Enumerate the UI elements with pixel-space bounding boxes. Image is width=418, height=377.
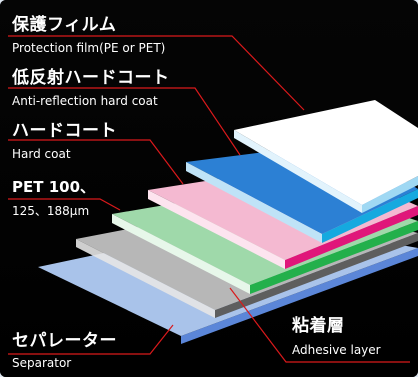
protection-film-jp: 保護フィルム (12, 15, 117, 35)
adhesive-layer-jp: 粘着層 (292, 316, 345, 336)
anti-reflection-en: Anti-reflection hard coat (12, 94, 158, 108)
anti-reflection-jp: 低反射ハードコート (12, 68, 170, 88)
hard-coat-en: Hard coat (12, 147, 71, 161)
pet-label-line2: 125、188μm (12, 204, 90, 218)
leader-lines (8, 35, 410, 363)
protection-film-layer (234, 100, 418, 213)
separator-jp: セパレーター (12, 331, 117, 351)
separator-en: Separator (12, 356, 72, 370)
pet-label-line1: PET 100、 (12, 178, 96, 196)
hard-coat-jp: ハードコート (12, 121, 117, 141)
protection-film-en: Protection film(PE or PET) (12, 41, 166, 55)
adhesive-layer-en: Adhesive layer (292, 343, 381, 357)
